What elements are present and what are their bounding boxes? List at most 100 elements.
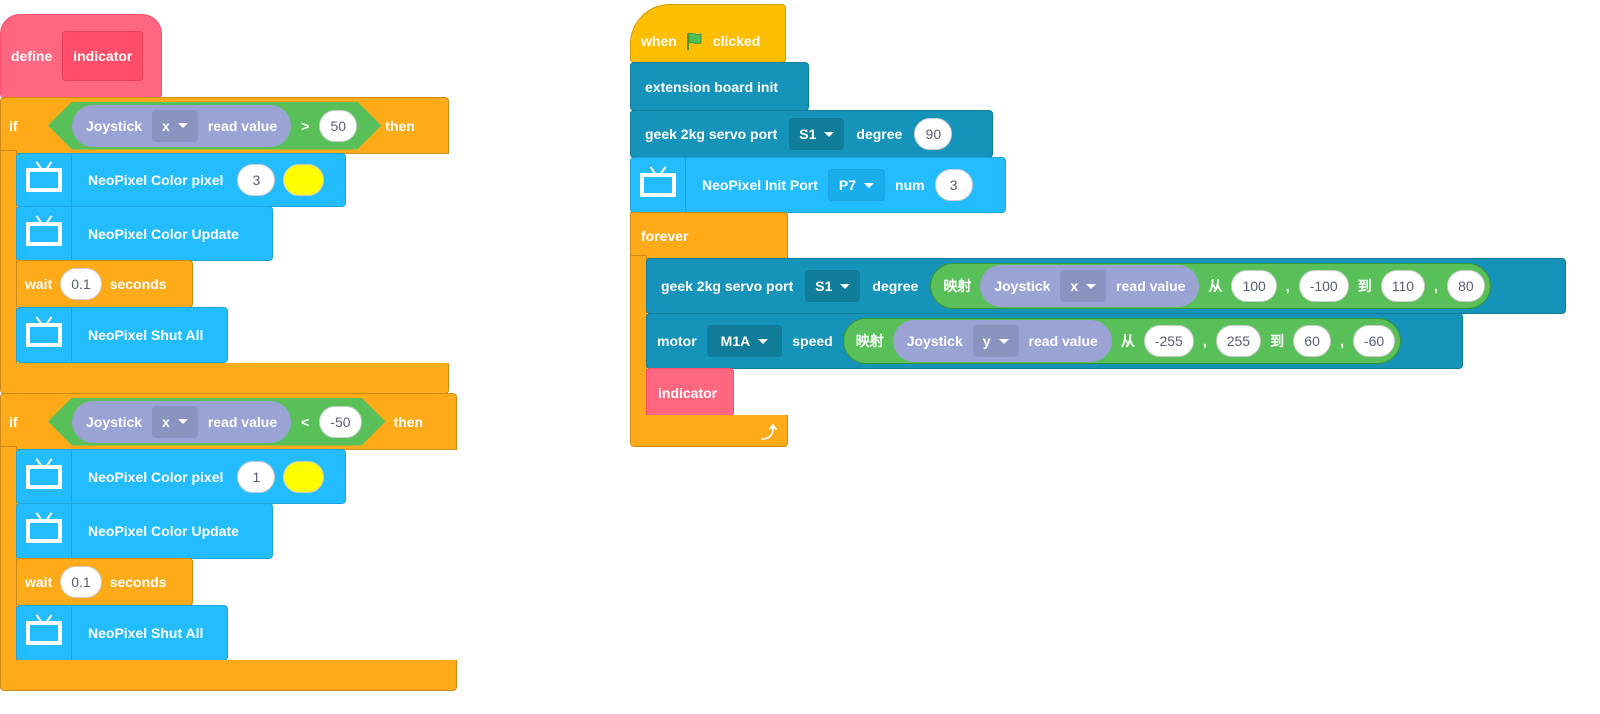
block-label: extension board init [645,78,779,95]
threshold-input[interactable]: -50 [319,406,361,438]
read-value-label: read value [207,413,278,430]
if-2-arm [0,446,17,666]
degree-input[interactable]: 90 [914,118,953,150]
to-high-input[interactable]: -60 [1352,325,1396,357]
color-picker[interactable] [283,164,325,196]
threshold-input[interactable]: 50 [319,110,357,142]
axis-value: x [162,413,170,430]
servo-port-dropdown[interactable]: S1 [789,118,845,150]
joystick-reporter[interactable]: Joystick y read value [892,320,1112,362]
wait-seconds-input[interactable]: 0.1 [60,566,102,598]
from-label: 从 [1120,333,1135,349]
operator: < [301,413,310,430]
port-value: S1 [799,126,817,142]
wait-seconds-input[interactable]: 0.1 [60,268,102,300]
to-high-input[interactable]: 80 [1446,270,1485,302]
extension-board-init-block[interactable]: extension board init [630,62,809,111]
if-block-2[interactable]: if Joystick x read value < -50 then [0,393,457,450]
port-value: P7 [838,177,857,193]
pixel-index-input[interactable]: 1 [237,460,276,493]
pixel-index-input[interactable]: 3 [237,164,276,196]
comma: , [1202,333,1207,349]
servo-port-dropdown[interactable]: S1 [805,270,861,302]
neopixel-color-pixel-block[interactable]: NeoPixel Color pixel 3 [16,153,346,207]
neopixel-port-dropdown[interactable]: P7 [827,169,886,201]
degree-label: degree [872,278,919,294]
tv-icon [17,504,72,558]
comparison-condition[interactable]: Joystick x read value > 50 [48,102,381,150]
from-high-input[interactable]: 255 [1215,325,1262,357]
indicator-call-block[interactable]: indicator [646,368,734,417]
speed-label: speed [792,333,833,349]
forever-block[interactable]: forever [630,212,788,259]
chevron-down-icon [1086,283,1097,289]
chevron-down-icon [864,182,875,188]
comma: , [1434,278,1438,294]
green-flag-icon [686,32,702,50]
wait-block[interactable]: wait 0.1 seconds [16,260,193,308]
when-flag-clicked-block[interactable]: when clicked [630,4,786,63]
if-block-1[interactable]: if Joystick x read value > 50 then [0,97,449,154]
from-low-input[interactable]: 100 [1231,270,1277,302]
block-label: NeoPixel Color Update [88,523,239,539]
map-label: 映射 [943,278,972,294]
if-1-arm [0,150,17,370]
if-2-bottom [0,660,457,691]
map-reporter[interactable]: 映射 Joystick y read value 从 -255 , 255 到 … [842,318,1402,364]
if-keyword: if [9,117,18,134]
axis-dropdown[interactable]: y [972,325,1019,357]
neopixel-color-pixel-block[interactable]: NeoPixel Color pixel 1 [16,449,346,504]
block-label: NeoPixel Color pixel [88,468,224,485]
map-label: 映射 [855,333,884,349]
axis-dropdown[interactable]: x [152,110,198,142]
if-1-bottom [0,363,449,394]
to-low-input[interactable]: 60 [1293,325,1332,357]
comparison-condition[interactable]: Joystick x read value < -50 [48,398,386,446]
servo-map-block[interactable]: geek 2kg servo port S1 degree 映射 Joystic… [646,258,1566,314]
servo-degree-block[interactable]: geek 2kg servo port S1 degree 90 [630,110,993,158]
forever-label: forever [641,227,689,244]
neopixel-shut-all-block[interactable]: NeoPixel Shut All [16,605,228,661]
operator: > [301,117,310,134]
motor-port-dropdown[interactable]: M1A [706,325,783,357]
block-label: geek 2kg servo port [661,278,794,294]
color-picker[interactable] [283,460,325,493]
neopixel-shut-all-block[interactable]: NeoPixel Shut All [16,307,228,363]
num-input[interactable]: 3 [934,169,973,201]
chevron-down-icon [840,283,851,289]
wait-label: wait [25,276,53,292]
degree-label: degree [856,126,903,142]
from-low-input[interactable]: -255 [1143,325,1194,357]
forever-bottom: ⤴ [630,415,788,447]
from-high-input[interactable]: -100 [1298,270,1349,302]
axis-value: y [982,333,991,349]
axis-dropdown[interactable]: x [1060,270,1107,302]
forever-arm [630,255,647,420]
joystick-reporter[interactable]: Joystick x read value [72,105,291,147]
motor-speed-block[interactable]: motor M1A speed 映射 Joystick y read value… [646,313,1463,369]
axis-dropdown[interactable]: x [152,406,198,438]
neopixel-color-update-block[interactable]: NeoPixel Color Update [16,206,273,261]
if-keyword: if [9,413,18,430]
joystick-reporter[interactable]: Joystick x read value [980,265,1200,307]
map-reporter[interactable]: 映射 Joystick x read value 从 100 , -100 到 … [930,263,1491,309]
block-label: NeoPixel Shut All [88,625,204,641]
tv-icon [631,158,686,212]
neopixel-color-update-block[interactable]: NeoPixel Color Update [16,503,273,559]
chevron-down-icon [178,419,188,424]
chevron-down-icon [758,338,769,344]
define-keyword: define [11,48,53,64]
neopixel-init-port-block[interactable]: NeoPixel Init Port P7 num 3 [630,157,1006,213]
define-block[interactable]: define indicator [0,14,162,98]
read-value-label: read value [1028,333,1098,349]
joystick-label: Joystick [994,278,1051,294]
axis-value: x [162,117,170,134]
wait-block[interactable]: wait 0.1 seconds [16,558,193,606]
to-low-input[interactable]: 110 [1380,270,1426,302]
joystick-label: Joystick [86,117,143,134]
num-label: num [895,177,925,193]
procedure-name[interactable]: indicator [62,31,144,81]
joystick-reporter[interactable]: Joystick x read value [72,401,291,443]
when-label: when [641,32,677,49]
comma: , [1340,333,1344,349]
